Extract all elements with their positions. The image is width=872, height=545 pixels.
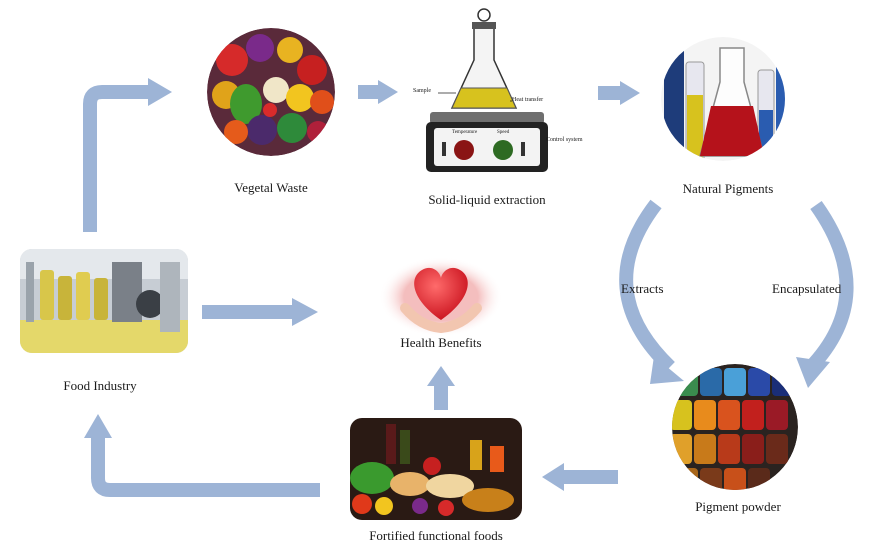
flow-arrows bbox=[83, 85, 854, 497]
apparatus-speed-label: Speed bbox=[497, 130, 510, 135]
extracts-label: Extracts bbox=[621, 281, 664, 296]
fortified-foods-label: Fortified functional foods bbox=[369, 528, 503, 543]
natural-pigments-label: Natural Pigments bbox=[682, 181, 774, 196]
food-industry-label: Food Industry bbox=[63, 378, 137, 393]
apparatus-temperature-label: Temperature bbox=[452, 130, 478, 135]
arrow-foods-to-industry bbox=[91, 436, 320, 497]
pigment-powder-label: Pigment powder bbox=[695, 499, 781, 514]
vegetal-waste-label: Vegetal Waste bbox=[234, 180, 308, 195]
arrow-encapsulated bbox=[804, 200, 854, 373]
vegetables-icon bbox=[207, 28, 335, 156]
apparatus-control-system-label: Control system bbox=[546, 137, 583, 143]
apparatus-sample-label: Sample bbox=[413, 88, 431, 94]
extraction-apparatus-icon bbox=[426, 8, 548, 172]
arrow-extracts bbox=[619, 199, 675, 373]
health-benefits-label: Health Benefits bbox=[400, 335, 482, 350]
arrow-heads bbox=[84, 78, 830, 491]
extraction-label: Solid-liquid extraction bbox=[428, 192, 546, 207]
arrow-industry-to-waste bbox=[83, 85, 148, 232]
apparatus-heat-transfer-label: Heat transfer bbox=[512, 97, 544, 103]
encapsulated-label: Encapsulated bbox=[772, 281, 842, 296]
